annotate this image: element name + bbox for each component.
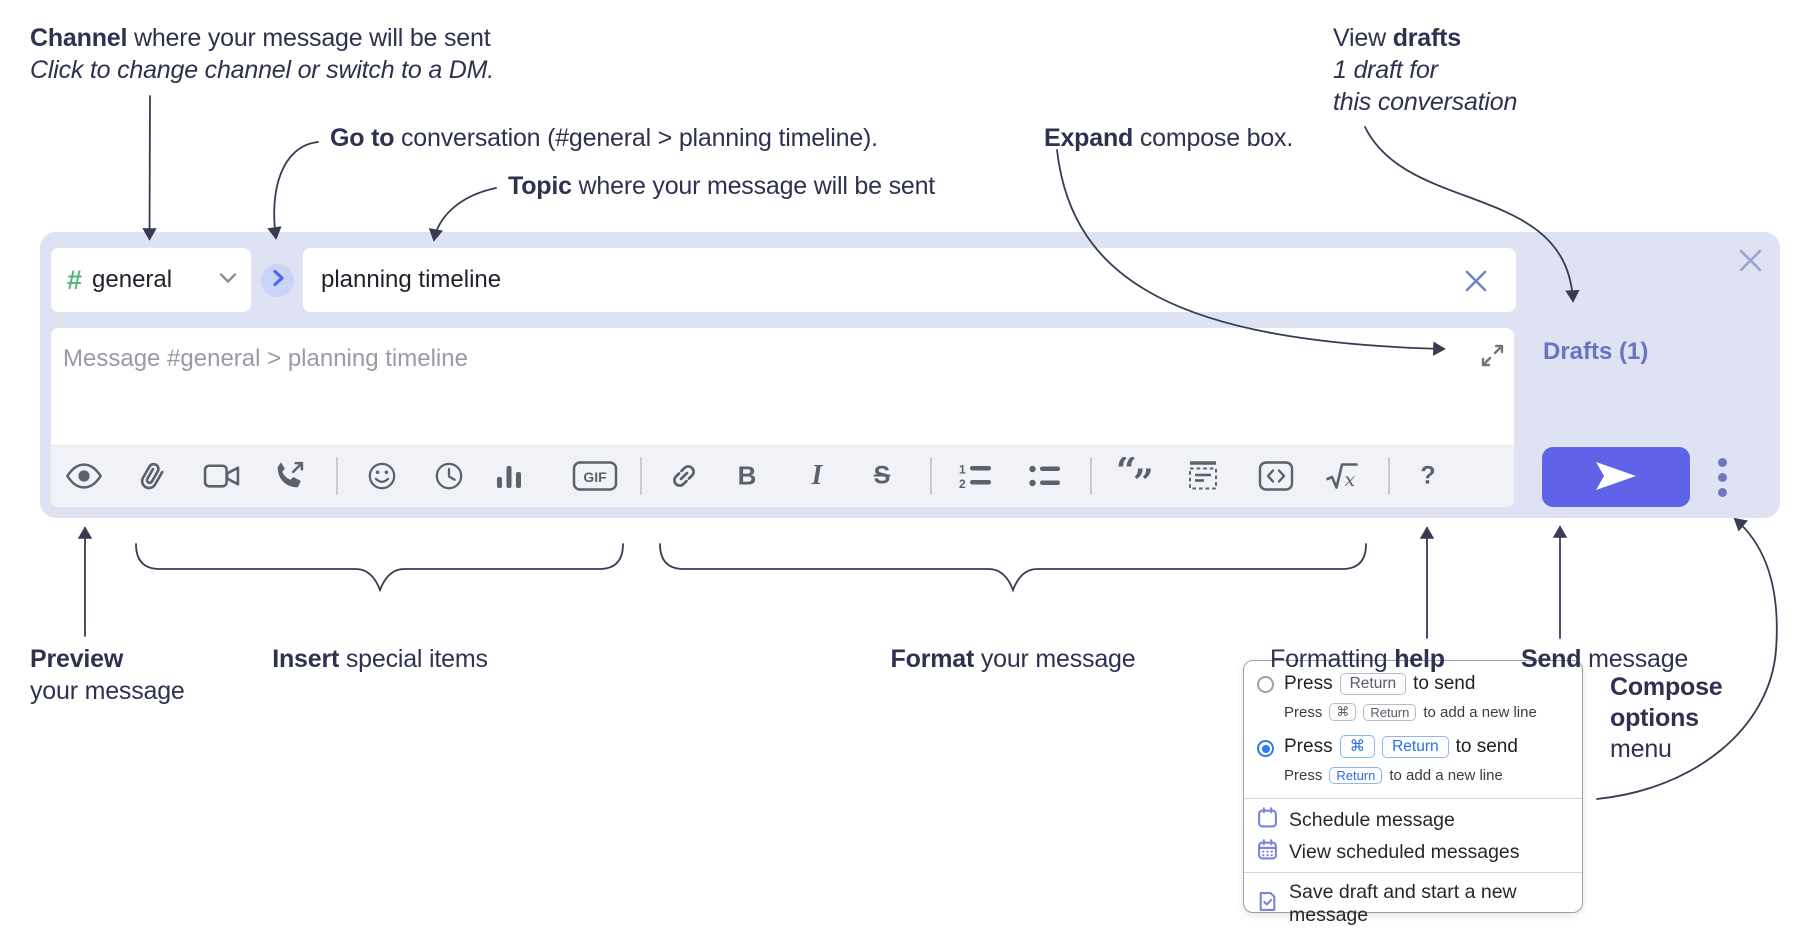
menu-item-schedule-message[interactable]: Schedule message (1257, 807, 1455, 834)
svg-text:“: “ (1116, 457, 1137, 492)
cmd-key: ⌘ (1339, 735, 1376, 758)
formatting-help-annotation: Formatting help (1270, 645, 1445, 673)
option-enter-subtext: Press ⌘ Return to add a new line (1284, 703, 1537, 721)
toolbar-divider (1090, 457, 1092, 495)
channel-annotation: Channel where your message will be sent … (30, 24, 495, 84)
poll-bar-chart-icon[interactable] (495, 462, 523, 490)
send-annotation: Send message (1521, 645, 1689, 673)
svg-text:”: ” (1133, 462, 1154, 495)
topic-annotation: Topic where your message will be sent (508, 172, 936, 200)
svg-text:2: 2 (959, 477, 966, 489)
audio-call-icon[interactable] (273, 460, 306, 493)
video-call-icon[interactable] (203, 463, 241, 490)
topic-input[interactable]: planning timeline (302, 247, 1517, 313)
return-key: Return (1329, 767, 1383, 784)
code-icon[interactable] (1258, 461, 1294, 492)
math-icon[interactable]: x (1326, 461, 1359, 491)
clear-topic-icon[interactable] (1464, 269, 1488, 293)
message-placeholder: Message #general > planning timeline (63, 345, 468, 372)
close-compose-icon[interactable] (1738, 248, 1762, 272)
topic-value: planning timeline (321, 266, 502, 293)
send-plane-icon (1593, 459, 1639, 496)
return-key: Return (1339, 673, 1407, 695)
menu-divider (1244, 798, 1582, 799)
menu-divider (1244, 872, 1582, 873)
gif-icon[interactable]: GIF (572, 460, 618, 492)
return-key: Return (1382, 735, 1449, 758)
message-input[interactable]: Message #general > planning timeline (50, 327, 1515, 508)
cmd-key: ⌘ (1329, 703, 1357, 721)
menu-item-view-scheduled[interactable]: View scheduled messages (1257, 839, 1520, 866)
expand-compose-icon[interactable] (1479, 342, 1505, 368)
svg-text:x: x (1345, 469, 1356, 491)
radio-enter-to-send[interactable] (1257, 676, 1274, 693)
toolbar-divider (640, 457, 642, 495)
channel-hash-icon: # (67, 264, 83, 295)
channel-name: general (92, 266, 173, 293)
toolbar-divider (930, 457, 932, 495)
goto-conversation-button[interactable] (261, 264, 294, 297)
option-cmd-enter-subtext: Press Return to add a new line (1284, 767, 1503, 784)
view-drafts-annotation: View drafts 1 draft for this conversatio… (1333, 24, 1518, 116)
compose-options-menu: Press Return to send Press ⌘ Return to a… (1243, 660, 1583, 926)
goto-annotation: Go to conversation (#general > planning … (330, 124, 878, 152)
insert-annotation: Insert special items (272, 645, 488, 673)
calendar-icon (1257, 807, 1278, 834)
chevron-right-icon (269, 268, 287, 293)
svg-text:1: 1 (959, 463, 966, 477)
time-clock-icon[interactable] (434, 461, 464, 491)
quote-icon[interactable]: “” (1116, 457, 1156, 495)
format-annotation: Format your message (890, 645, 1136, 673)
bulleted-list-icon[interactable] (1028, 463, 1062, 489)
send-button[interactable] (1542, 447, 1690, 507)
option-enter-to-send[interactable]: Press Return to send (1284, 673, 1476, 695)
bold-icon[interactable]: B (737, 460, 757, 491)
option-cmd-enter-to-send[interactable]: Press ⌘ Return to send (1284, 735, 1518, 758)
expand-annotation: Expand compose box. (1044, 124, 1294, 152)
formatting-help-icon[interactable]: ? (1420, 461, 1436, 490)
preview-annotation: Preview your message (30, 645, 185, 705)
save-draft-icon (1257, 891, 1278, 918)
spoiler-icon[interactable] (1186, 460, 1220, 492)
preview-eye-icon[interactable] (65, 463, 103, 490)
return-key: Return (1363, 703, 1417, 721)
chevron-down-icon (219, 271, 237, 289)
strikethrough-icon[interactable]: S (873, 461, 891, 490)
italic-icon[interactable]: I (811, 460, 823, 491)
channel-selector[interactable]: # general (50, 247, 252, 313)
compose-options-annotation: Compose options menu (1610, 673, 1723, 763)
radio-cmd-enter-to-send[interactable] (1257, 740, 1274, 757)
svg-text:GIF: GIF (583, 469, 607, 485)
link-icon[interactable] (668, 460, 700, 492)
compose-options-kebab-icon[interactable] (1718, 458, 1727, 497)
menu-item-save-draft[interactable]: Save draft and start a new message (1257, 881, 1582, 927)
calendar-grid-icon (1257, 839, 1278, 866)
drafts-link[interactable]: Drafts (1) (1543, 338, 1649, 365)
attach-paperclip-icon[interactable] (136, 459, 168, 493)
toolbar-divider (1388, 457, 1390, 495)
toolbar-divider (336, 457, 338, 495)
emoji-icon[interactable] (367, 461, 397, 491)
